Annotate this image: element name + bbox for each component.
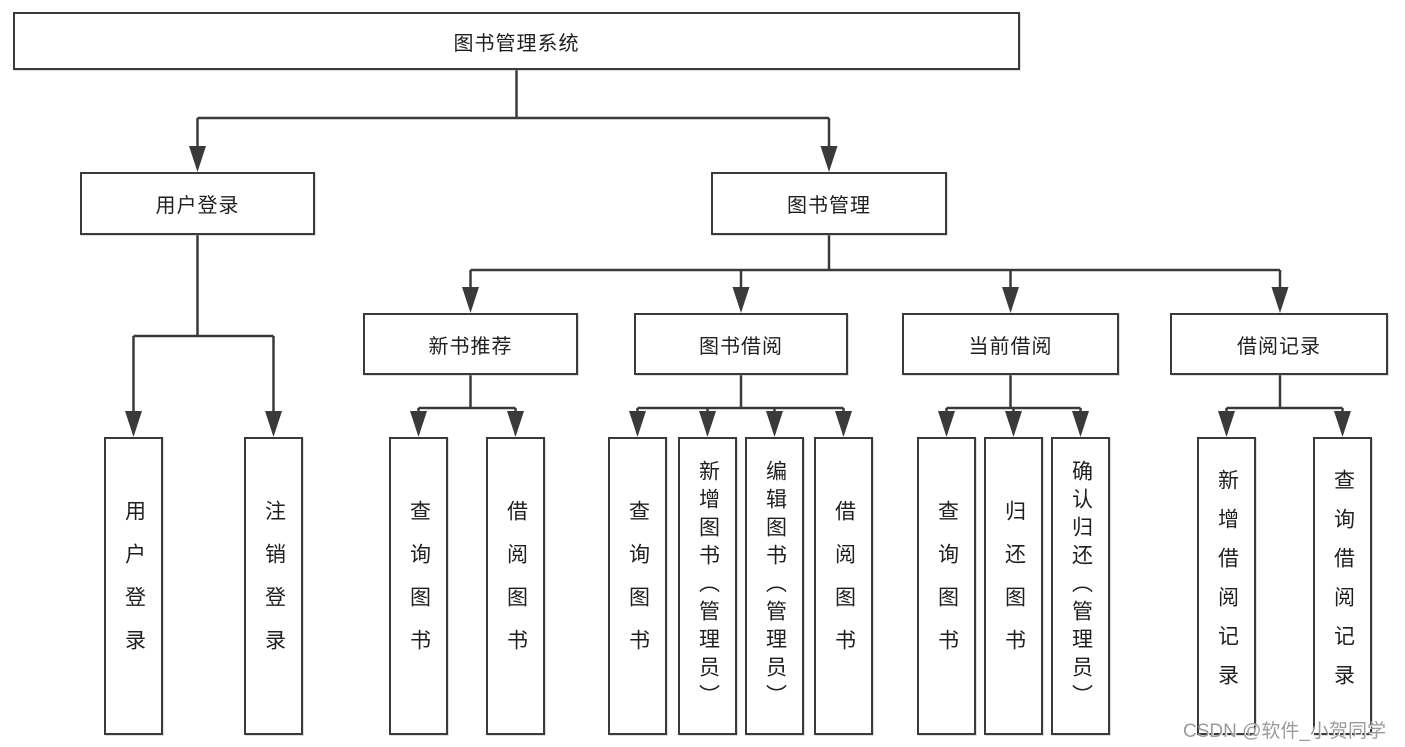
node-label: 借阅记录 — [1237, 335, 1321, 358]
leaf-borrow-books-recommend: 借阅图书 — [486, 437, 545, 735]
node-label: 用户登录 — [155, 195, 240, 217]
leaf-logout: 注销登录 — [244, 437, 303, 735]
node-label: 新书推荐 — [428, 335, 513, 358]
leaf-label: 编辑图书（管理员） — [763, 460, 787, 712]
leaf-label: 查询图书 — [626, 500, 650, 672]
leaf-label: 归还图书 — [1002, 500, 1026, 672]
leaf-confirm-return-admin: 确认归还（管理员） — [1051, 437, 1110, 735]
leaf-query-books-borrowing: 查询图书 — [608, 437, 667, 735]
leaf-label: 新增借阅记录 — [1215, 469, 1239, 703]
leaf-edit-book-admin: 编辑图书（管理员） — [745, 437, 804, 735]
leaf-query-books-recommend: 查询图书 — [389, 437, 448, 735]
node-borrowing-records: 借阅记录 — [1170, 313, 1388, 375]
node-new-book-recommendation: 新书推荐 — [363, 313, 578, 375]
leaf-label: 查询图书 — [407, 500, 431, 672]
node-user-login-branch: 用户登录 — [80, 172, 315, 235]
node-book-borrowing: 图书借阅 — [634, 313, 848, 375]
leaf-label: 借阅图书 — [504, 500, 528, 672]
leaf-label: 借阅图书 — [832, 500, 856, 672]
leaf-add-book-admin: 新增图书（管理员） — [678, 437, 737, 735]
leaf-label: 注销登录 — [262, 500, 286, 672]
node-current-borrowing: 当前借阅 — [902, 313, 1119, 375]
node-label: 图书管理系统 — [453, 32, 580, 55]
csdn-watermark: CSDN @软件_小贺同学 — [1183, 721, 1386, 742]
leaf-return-book: 归还图书 — [984, 437, 1043, 735]
leaf-user-login: 用户登录 — [104, 437, 163, 735]
node-root-library-system: 图书管理系统 — [13, 12, 1020, 70]
leaf-label: 查询借阅记录 — [1331, 469, 1355, 703]
leaf-query-borrow-record: 查询借阅记录 — [1313, 437, 1372, 735]
leaf-label: 用户登录 — [122, 500, 146, 672]
node-book-management-branch: 图书管理 — [711, 172, 947, 235]
leaf-label: 查询图书 — [935, 500, 959, 672]
node-label: 图书管理 — [787, 195, 871, 217]
leaf-label: 确认归还（管理员） — [1069, 460, 1093, 712]
leaf-query-books-current: 查询图书 — [917, 437, 976, 735]
leaf-label: 新增图书（管理员） — [696, 460, 720, 712]
node-label: 图书借阅 — [699, 335, 783, 358]
node-label: 当前借阅 — [968, 335, 1053, 358]
leaf-add-borrow-record: 新增借阅记录 — [1197, 437, 1256, 735]
leaf-borrow-books-borrowing: 借阅图书 — [814, 437, 873, 735]
